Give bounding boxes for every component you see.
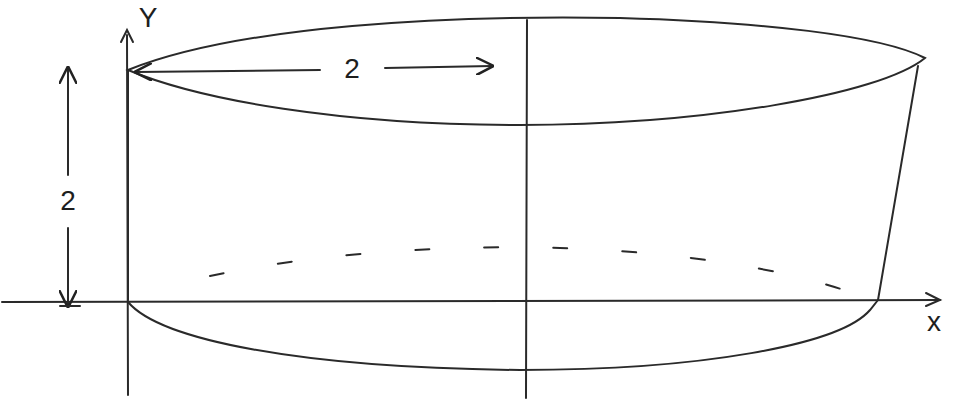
radius-dimension xyxy=(385,66,492,68)
cylinder-top xyxy=(128,18,925,125)
y-axis-head xyxy=(121,30,133,42)
height-dimension-tick xyxy=(60,305,80,307)
x-axis-head xyxy=(926,293,940,306)
radius-dimension xyxy=(136,70,320,72)
height-dimension xyxy=(67,228,69,306)
radius-label: 2 xyxy=(341,55,363,83)
x-axis-label: x xyxy=(924,308,944,336)
height-dimension xyxy=(67,68,69,175)
cylinder-bottom xyxy=(128,300,878,370)
cylinder-bottom-hidden xyxy=(210,247,850,292)
center-line xyxy=(526,20,527,398)
x-axis xyxy=(2,300,940,302)
cylinder-side xyxy=(878,66,918,300)
y-axis-label: Y xyxy=(136,4,161,32)
height-label: 2 xyxy=(57,187,79,215)
y-axis xyxy=(127,35,128,395)
cylinder-side xyxy=(127,70,129,300)
